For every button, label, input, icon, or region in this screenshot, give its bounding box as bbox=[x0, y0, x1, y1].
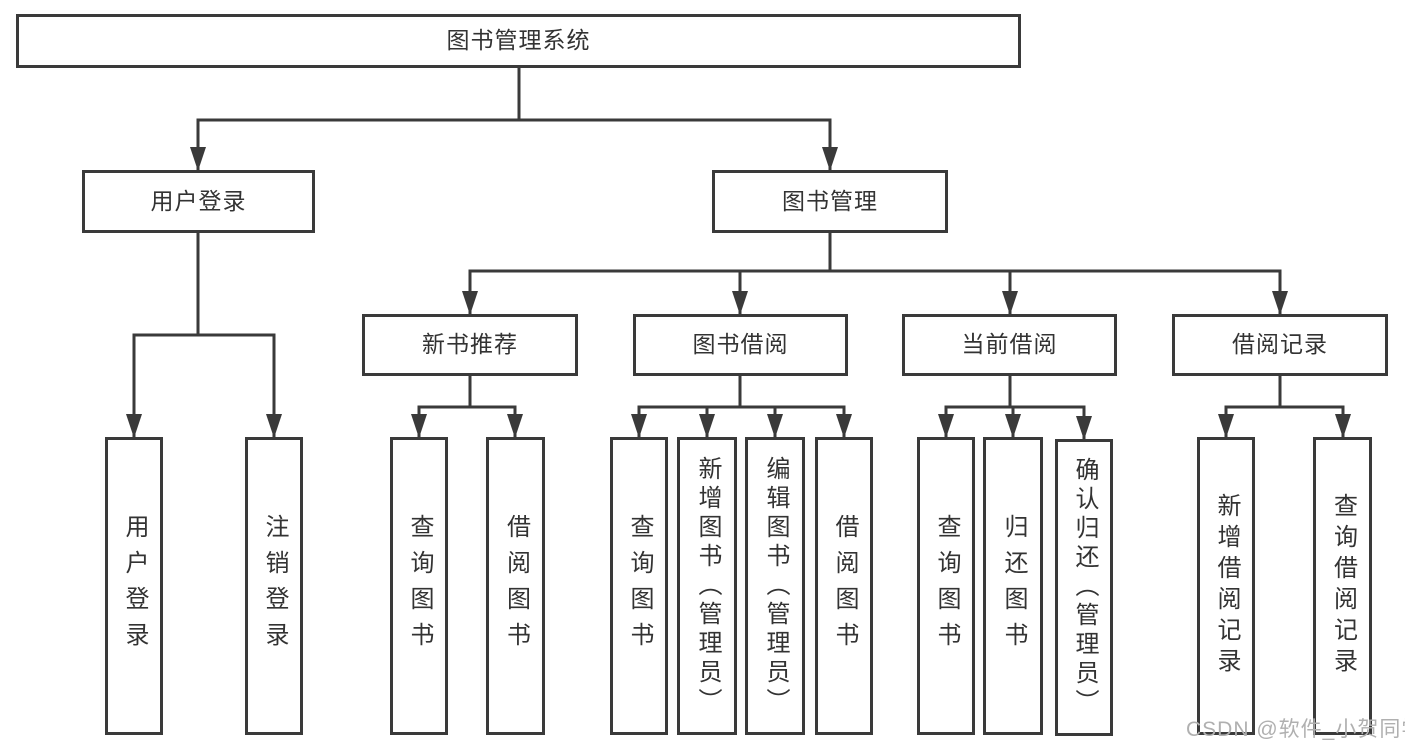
leaf-query-books-recommend-label: 查询图书 bbox=[406, 514, 433, 658]
leaf-logout-op-label: 注销登录 bbox=[261, 514, 288, 658]
leaf-query-borrow-record-label: 查询借阅记录 bbox=[1329, 493, 1357, 679]
node-root-label: 图书管理系统 bbox=[446, 27, 591, 54]
node-borrowing-records-label: 借阅记录 bbox=[1232, 331, 1328, 358]
node-book-borrowing-label: 图书借阅 bbox=[692, 331, 789, 358]
connector-new-book-branch bbox=[417, 374, 517, 409]
leaf-add-books-admin-label: 新增图书（管理员） bbox=[694, 455, 721, 717]
leaf-query-books-current: 查询图书 bbox=[917, 437, 975, 735]
leaf-add-borrow-record-label: 新增借阅记录 bbox=[1213, 493, 1240, 679]
watermark: CSDN @软件_小贺同学 bbox=[1186, 718, 1405, 741]
node-current-borrowing: 当前借阅 bbox=[902, 314, 1117, 376]
leaf-borrow-books-borrowing-label: 借阅图书 bbox=[831, 514, 858, 658]
connector-root-to-level2 bbox=[196, 66, 832, 122]
node-user-login-label: 用户登录 bbox=[150, 187, 247, 214]
node-user-login: 用户登录 bbox=[82, 170, 315, 233]
leaf-user-login-op: 用户登录 bbox=[105, 437, 163, 735]
node-book-management: 图书管理 bbox=[712, 170, 948, 233]
node-book-management-label: 图书管理 bbox=[782, 187, 878, 214]
leaf-query-books-current-label: 查询图书 bbox=[933, 514, 960, 658]
leaf-query-books-borrowing-label: 查询图书 bbox=[626, 514, 653, 658]
connector-borrowing-records-branch bbox=[1224, 374, 1345, 409]
node-borrowing-records: 借阅记录 bbox=[1172, 314, 1388, 376]
leaf-return-books-label: 归还图书 bbox=[1000, 514, 1027, 658]
node-new-book-recommend-label: 新书推荐 bbox=[422, 331, 518, 358]
leaf-confirm-return-admin: 确认归还（管理员） bbox=[1055, 439, 1113, 736]
leaf-borrow-books-recommend-label: 借阅图书 bbox=[502, 514, 530, 658]
leaf-confirm-return-admin-label: 确认归还（管理员） bbox=[1071, 457, 1098, 718]
node-book-borrowing: 图书借阅 bbox=[633, 314, 848, 376]
connector-current-borrowing-branch bbox=[944, 374, 1086, 409]
leaf-add-books-admin: 新增图书（管理员） bbox=[677, 437, 737, 735]
leaf-query-borrow-record: 查询借阅记录 bbox=[1313, 437, 1372, 735]
node-new-book-recommend: 新书推荐 bbox=[362, 314, 578, 376]
leaf-return-books: 归还图书 bbox=[983, 437, 1043, 735]
leaf-query-books-borrowing: 查询图书 bbox=[610, 437, 668, 735]
node-current-borrowing-label: 当前借阅 bbox=[961, 331, 1058, 358]
leaf-borrow-books-recommend: 借阅图书 bbox=[486, 437, 545, 735]
leaf-borrow-books-borrowing: 借阅图书 bbox=[815, 437, 873, 735]
leaf-user-login-op-label: 用户登录 bbox=[121, 514, 148, 658]
connector-book-borrowing-branch bbox=[637, 374, 846, 409]
leaf-edit-books-admin: 编辑图书（管理员） bbox=[745, 437, 805, 735]
connector-user-login-branch bbox=[132, 231, 276, 337]
leaf-add-borrow-record: 新增借阅记录 bbox=[1197, 437, 1255, 735]
leaf-logout-op: 注销登录 bbox=[245, 437, 303, 735]
leaf-edit-books-admin-label: 编辑图书（管理员） bbox=[762, 455, 789, 717]
node-root: 图书管理系统 bbox=[16, 14, 1021, 68]
leaf-query-books-recommend: 查询图书 bbox=[390, 437, 448, 735]
connector-book-management-branch bbox=[468, 231, 1282, 273]
